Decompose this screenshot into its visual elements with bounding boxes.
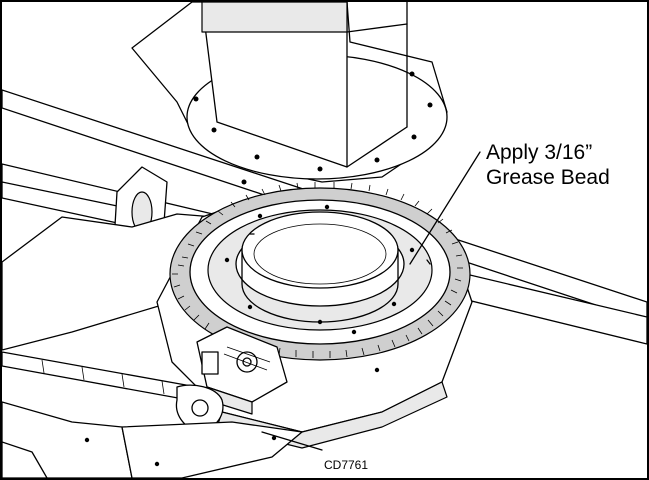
grease-bead-callout: Apply 3/16” Grease Bead xyxy=(486,140,610,190)
callout-line-1: Apply 3/16” xyxy=(486,141,593,164)
slewing-ring xyxy=(169,182,471,361)
callout-line-2: Grease Bead xyxy=(486,166,610,189)
lower-supports xyxy=(2,367,380,478)
gear-teeth xyxy=(172,182,463,358)
figure-id-label: CD7761 xyxy=(324,458,369,472)
upper-duct-assembly xyxy=(131,2,448,183)
hydraulic-hose xyxy=(2,351,224,431)
callout-leader-line xyxy=(409,151,481,265)
